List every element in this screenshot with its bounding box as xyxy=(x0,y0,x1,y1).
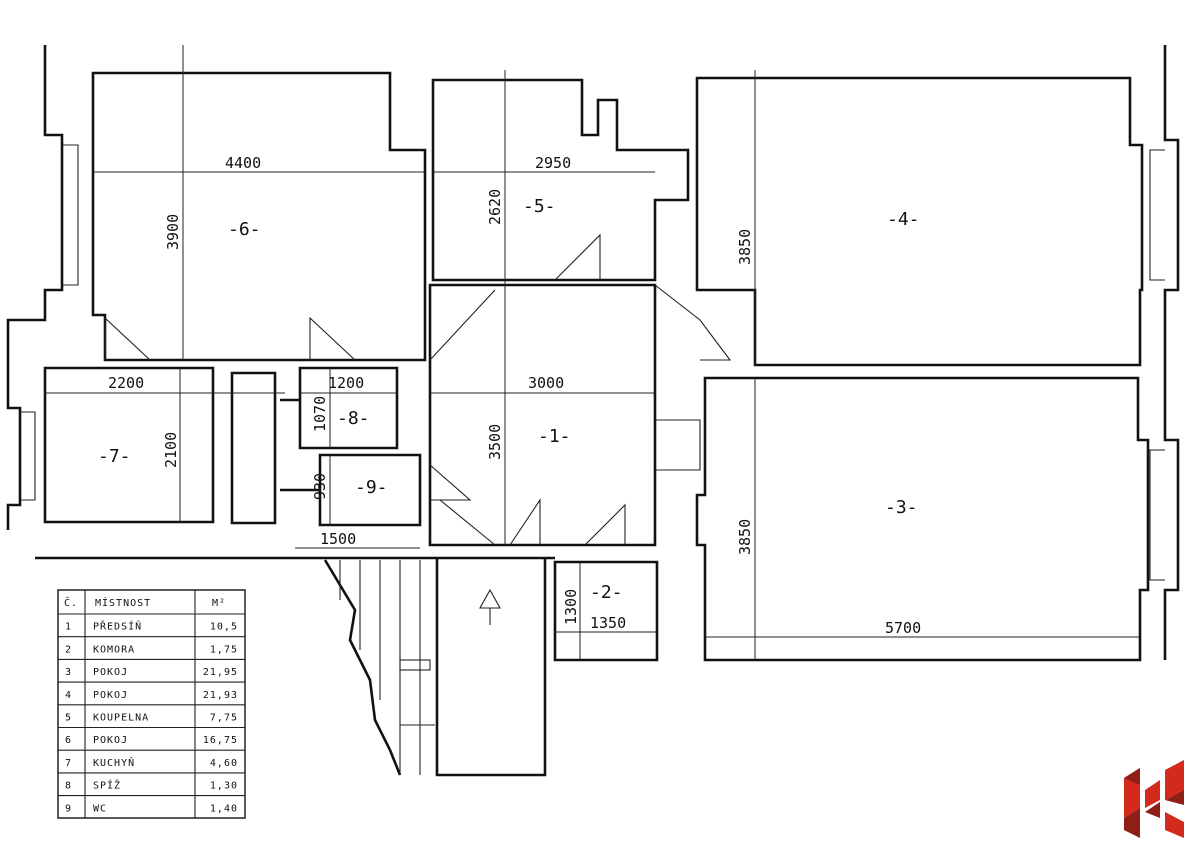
table-header-number: Č. xyxy=(64,596,78,609)
table-cell-area: 21,95 xyxy=(203,667,238,678)
dim-room-6-width: 4400 xyxy=(225,154,261,172)
dim-room-8-width: 1200 xyxy=(328,374,364,392)
table-cell-area: 16,75 xyxy=(203,735,238,746)
room-label-5: -5- xyxy=(523,196,556,217)
table-cell-number: 3 xyxy=(65,667,72,678)
dim-room-7-width: 2200 xyxy=(108,374,144,392)
room-1-walls xyxy=(428,283,657,547)
room-6-walls xyxy=(91,71,427,362)
door-swings xyxy=(104,233,732,630)
table-cell-number: 9 xyxy=(65,803,72,814)
room-label-6: -6- xyxy=(228,219,261,240)
table-cell-room: POKOJ xyxy=(93,690,128,701)
room-label-4: -4- xyxy=(887,209,920,230)
room-3-walls xyxy=(695,376,1150,662)
room-label-3: -3- xyxy=(885,497,918,518)
dim-room-1-height: 3500 xyxy=(486,424,504,460)
table-cell-area: 21,93 xyxy=(203,690,238,701)
dim-room-7-height: 2100 xyxy=(162,432,180,468)
table-cell-room: PŘEDSÍŇ xyxy=(93,620,142,633)
room-9-walls xyxy=(318,453,422,527)
table-cell-area: 1,40 xyxy=(210,803,238,814)
table-cell-room: POKOJ xyxy=(93,667,128,678)
dimension-lines xyxy=(45,45,1140,660)
room-8-walls xyxy=(298,366,399,450)
company-logo xyxy=(1124,760,1184,838)
right-facade-wall xyxy=(1163,45,1180,660)
dim-room-6-height: 3900 xyxy=(164,214,182,250)
dim-room-5-width: 2950 xyxy=(535,154,571,172)
walls xyxy=(6,45,1180,662)
table-cell-room: POKOJ xyxy=(93,735,128,746)
table-cell-number: 1 xyxy=(65,622,72,633)
dim-room-9-width: 1500 xyxy=(320,530,356,548)
dim-room-2-width: 1350 xyxy=(590,614,626,632)
room-label-8: -8- xyxy=(337,408,370,429)
table-cell-room: KOMORA xyxy=(93,644,135,655)
table-cell-number: 4 xyxy=(65,690,72,701)
table-cell-number: 5 xyxy=(65,713,72,724)
staircase xyxy=(323,558,547,777)
room-5-walls xyxy=(431,78,690,282)
dim-room-3-height: 3850 xyxy=(736,519,754,555)
room-4-walls xyxy=(695,76,1144,367)
table-cell-room: WC xyxy=(93,803,107,814)
room-2-walls xyxy=(553,560,659,662)
table-cell-area: 7,75 xyxy=(210,713,238,724)
table-cell-number: 8 xyxy=(65,781,72,792)
table-cell-area: 10,5 xyxy=(210,622,238,633)
table-cell-number: 7 xyxy=(65,758,72,769)
room-7-walls xyxy=(43,366,215,524)
table-cell-room: SPÍŽ xyxy=(93,779,121,792)
table-cell-number: 6 xyxy=(65,735,72,746)
table-header-area: M² xyxy=(212,598,226,609)
dim-room-1-width: 3000 xyxy=(528,374,564,392)
table-cell-area: 4,60 xyxy=(210,758,238,769)
table-cell-area: 1,30 xyxy=(210,781,238,792)
room-label-7: -7- xyxy=(98,446,131,467)
room-label-9: -9- xyxy=(355,477,388,498)
room-label-2: -2- xyxy=(590,582,623,603)
table-header-room: MÍSTNOST xyxy=(95,596,151,609)
dim-room-2-height: 1300 xyxy=(562,589,580,625)
table-cell-room: KOUPELNA xyxy=(93,713,149,724)
room-label-1: -1- xyxy=(538,426,571,447)
dim-room-3-width: 5700 xyxy=(885,619,921,637)
table-cell-area: 1,75 xyxy=(210,644,238,655)
dim-room-9-height: 930 xyxy=(311,473,329,500)
dim-room-8-height: 1070 xyxy=(311,396,329,432)
table-cell-number: 2 xyxy=(65,644,72,655)
dim-room-4-height: 3850 xyxy=(736,229,754,265)
left-facade-wall xyxy=(6,45,64,530)
dim-room-5-height: 2620 xyxy=(486,189,504,225)
wall-column xyxy=(230,371,277,525)
entrance-arrow-icon xyxy=(479,588,501,609)
table-cell-room: KUCHYŇ xyxy=(93,756,135,769)
